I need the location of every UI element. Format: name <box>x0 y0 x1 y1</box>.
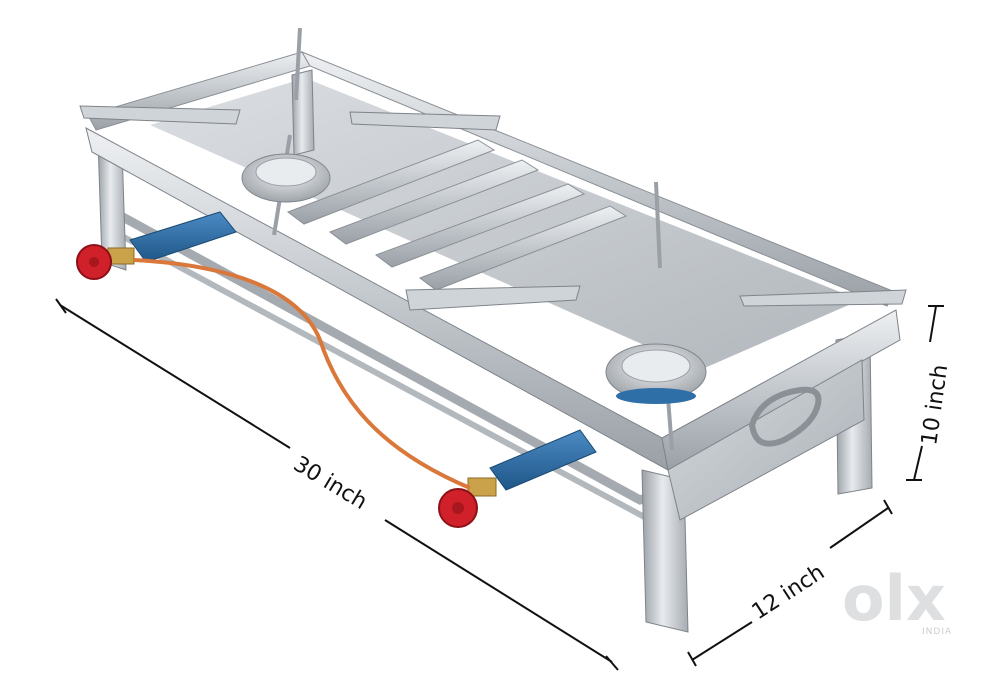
pot-supports <box>79 105 907 311</box>
height-label: 10 inch <box>917 363 953 447</box>
length-label: 30 inch <box>289 452 371 515</box>
dimension-height: 10 inch <box>906 305 953 481</box>
end-panel <box>661 309 901 471</box>
watermark-region: INDIA <box>922 627 952 637</box>
burner-right <box>605 343 707 404</box>
side-handle <box>748 386 822 447</box>
knob-right <box>438 488 478 528</box>
lower-frame-bar-2 <box>118 232 652 523</box>
end-box <box>667 359 865 521</box>
burner-left <box>241 153 331 203</box>
gas-hose <box>133 258 471 490</box>
olx-watermark: olx INDIA <box>842 562 952 637</box>
width-label: 12 inch <box>748 560 830 625</box>
knob-left <box>76 244 112 280</box>
gas-valve-right <box>467 429 597 497</box>
gas-valve-left <box>107 211 237 265</box>
watermark-brand: olx <box>842 562 946 635</box>
grate-bars <box>286 139 628 291</box>
